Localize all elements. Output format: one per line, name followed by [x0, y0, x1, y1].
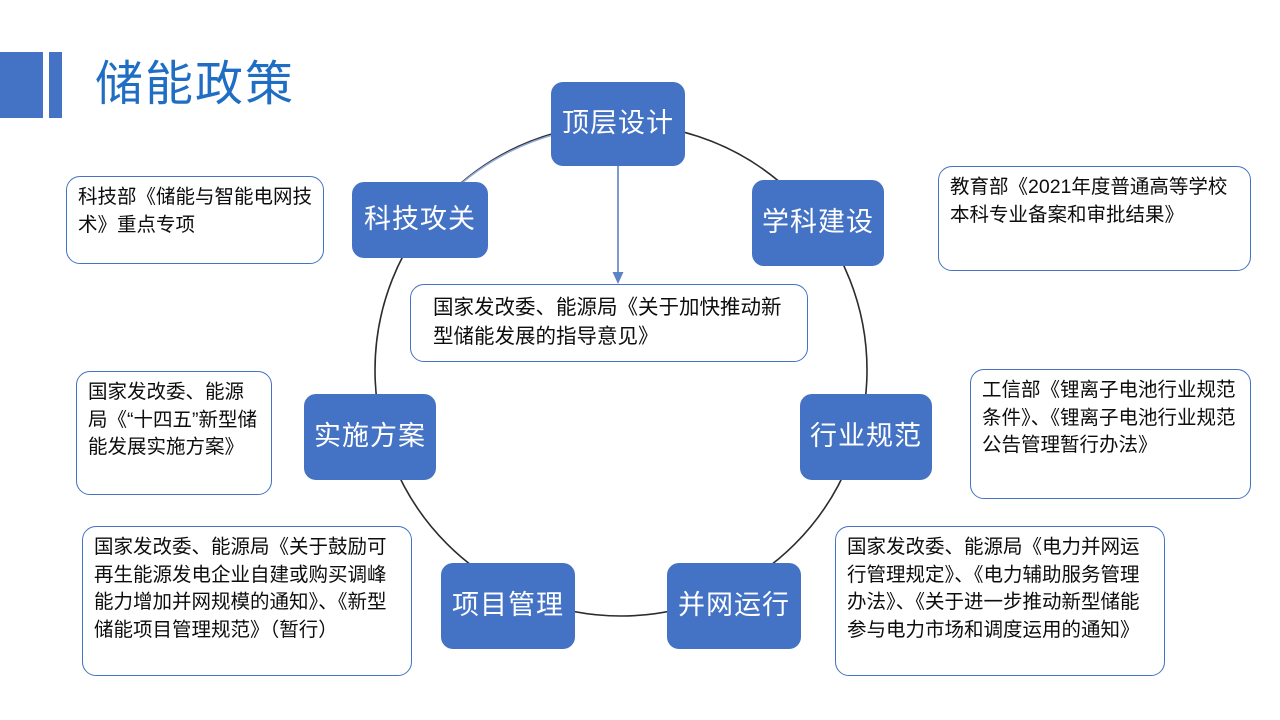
page-title: 储能政策	[95, 58, 296, 111]
top-design-arrow-head	[612, 272, 624, 284]
callout-grid-connection: 国家发改委、能源局《电力并网运行管理规定》、《电力辅助服务管理办法》、《关于进一…	[835, 526, 1165, 676]
node-top-design[interactable]: 顶层设计	[551, 82, 685, 166]
node-implementation[interactable]: 实施方案	[304, 394, 436, 480]
node-grid-connection[interactable]: 并网运行	[667, 563, 801, 649]
callout-project-management: 国家发改委、能源局《关于鼓励可再生能源发电企业自建或购买调峰能力增加并网规模的通…	[82, 526, 412, 676]
node-standard[interactable]: 行业规范	[800, 394, 932, 480]
callout-top-design: 国家发改委、能源局《关于加快推动新型储能发展的指导意见》	[410, 284, 808, 362]
node-discipline[interactable]: 学科建设	[752, 180, 884, 266]
node-project-management[interactable]: 项目管理	[441, 563, 575, 649]
title-accent-bar	[0, 52, 62, 118]
node-tech[interactable]: 科技攻关	[352, 182, 488, 258]
callout-standard: 工信部《锂离子电池行业规范条件》、《锂离子电池行业规范公告管理暂行办法》	[970, 369, 1251, 499]
callout-tech: 科技部《储能与智能电网技术》重点专项	[66, 176, 324, 264]
accent-bar-narrow-segment	[49, 52, 62, 118]
callout-implementation: 国家发改委、能源局《“十四五”新型储能发展实施方案》	[76, 371, 272, 495]
accent-bar-wide-segment	[0, 52, 43, 118]
callout-discipline: 教育部《2021年度普通高等学校本科专业备案和审批结果》	[938, 166, 1251, 271]
